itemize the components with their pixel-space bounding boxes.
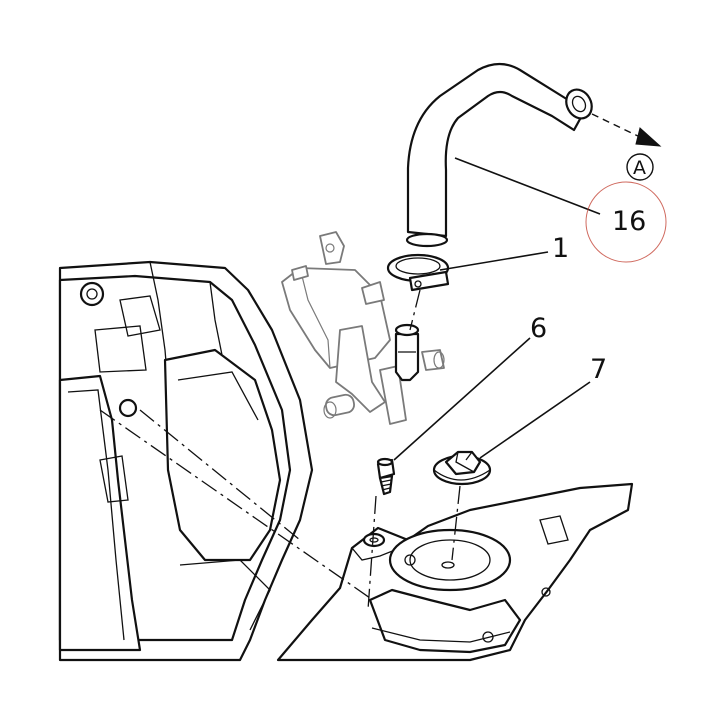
reference-arrow <box>591 113 662 147</box>
hose-fitting <box>394 323 420 382</box>
highlight-circle <box>585 181 667 263</box>
mounting-bracket <box>276 482 634 662</box>
valve-body-grey <box>281 231 445 425</box>
callout-6: 6 <box>530 313 547 344</box>
reference-letter-a: A <box>633 157 646 179</box>
assembly-lines <box>99 289 461 611</box>
callout-16: 16 <box>612 206 646 237</box>
screw-part-6 <box>376 457 396 496</box>
flange-nut-part-7 <box>432 450 492 486</box>
callout-1: 1 <box>552 233 569 264</box>
callouts: 16 1 6 7 A <box>530 153 654 385</box>
airbox-housing <box>58 260 314 662</box>
callout-7: 7 <box>590 354 607 385</box>
reference-circle-a <box>626 153 654 181</box>
leader-lines <box>393 157 601 461</box>
hose-part-16 <box>405 62 593 248</box>
hose-clamp-part-1 <box>386 253 450 292</box>
